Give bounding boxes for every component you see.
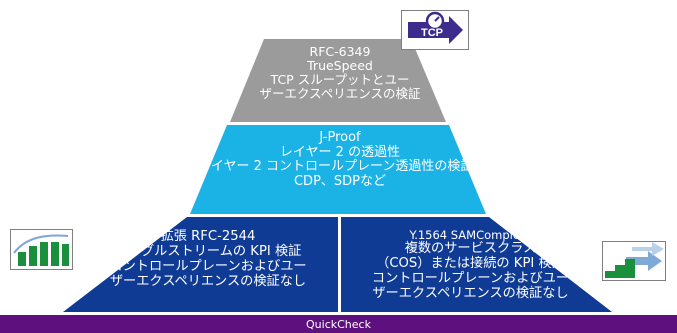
tier-bottom-right-y1564 [341, 217, 612, 312]
tier-bottom-left-rfc2544 [63, 217, 338, 312]
tier-middle-text: J-Proof レイヤー 2 の透過性 レイヤー 2 コントロールプレーン透過性… [150, 130, 530, 190]
tier-middle-jproof [190, 125, 486, 214]
tier-middle-line: レイヤー 2 コントロールプレーン透過性の検証 - [197, 159, 483, 175]
tier-middle-line: レイヤー 2 の透過性 [279, 144, 401, 160]
tier-bottom-left-line: 拡張 RFC-2544 [160, 229, 256, 244]
tier-bottom-right-line: Y.1564 SAMComplete [409, 228, 532, 242]
tier-top-line: ザーエクスペリエンスの検証 [259, 86, 421, 102]
tcp-icon-text: TCP [421, 27, 443, 39]
tier-bottom-right-line: （COS）または接続の KPI 検証 [376, 255, 565, 271]
tier-top-line: RFC-6349 [309, 44, 371, 59]
tier-top-line: TCP スループットとユー [270, 72, 410, 88]
tier-middle-line: CDP、SDPなど [293, 174, 387, 190]
tier-bottom-right-text: Y.1564 SAMComplete 複数のサービスクラス （COS）または接続… [338, 229, 603, 302]
tier-middle-line: J-Proof [319, 130, 361, 145]
tcp-arrow-icon: TCP [401, 10, 469, 50]
tier-bottom-right-line: コントロールプレーンおよびユー [371, 270, 570, 286]
tier-base-quickcheck [0, 315, 677, 333]
tier-top-line: TrueSpeed [307, 58, 373, 74]
bar-chart-icon [10, 229, 73, 270]
staircase-arrow-icon [602, 241, 666, 281]
tier-top-truespeed [230, 39, 446, 122]
tier-bottom-left-line: シングルストリームの KPI 検証 [114, 243, 302, 259]
tier-bottom-right-line: ザーエクスペリエンスの検証なし [372, 285, 569, 301]
tier-base-label: QuickCheck [306, 318, 371, 331]
tier-bottom-left-line: コントロールプレーンおよびユー [109, 258, 307, 274]
tier-bottom-left-line: ザーエクスペリエンスの検証なし [109, 273, 307, 289]
tier-bottom-left-text: 拡張 RFC-2544 シングルストリームの KPI 検証 コントロールプレーン… [78, 229, 338, 290]
tier-top-text: RFC-6349 TrueSpeed TCP スループットとユー ザーエクスペリ… [240, 44, 440, 102]
tier-bottom-right-line: 複数のサービスクラス [404, 240, 537, 256]
